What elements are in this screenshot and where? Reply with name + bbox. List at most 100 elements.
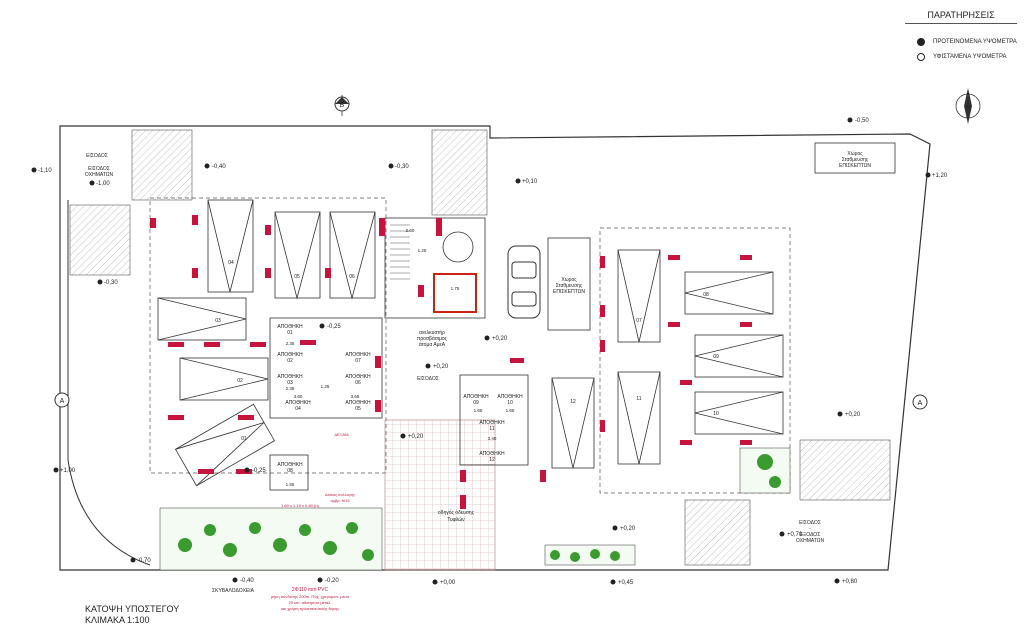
storage-block-center [459, 374, 529, 466]
storage-number: 03 [287, 380, 293, 386]
section-marker-b-top: B [334, 95, 350, 116]
level-13: +0,20 [845, 412, 861, 418]
level-10: +0,20 [492, 336, 508, 342]
ret-1: Δίσκος συλλογής [325, 492, 355, 497]
level-7: -0,50 [855, 118, 869, 124]
parking-number: 03 [215, 318, 221, 324]
level-11: +0,20 [433, 364, 449, 370]
storage-label: ΑΠΟΘΗΚΗ [285, 400, 311, 406]
water-tank: ΔΕΞΑΜ. [334, 432, 349, 437]
entrance-right-4: ΟΧΗΜΑΤΩΝ [796, 538, 825, 544]
car-icon [507, 245, 541, 319]
storage-number: 11 [489, 426, 494, 432]
lift-circle [442, 231, 474, 263]
dimension: 1.55 [286, 482, 295, 487]
level-5: -0,30 [395, 164, 409, 170]
dimension: 3.65 [351, 394, 360, 399]
level-symbols [31, 117, 931, 585]
legend-existing: ΥΦΙΣΤΑΜΕΝΑ ΥΨΟΜΕΤΡΑ [917, 53, 1007, 61]
vehicle-entrance-left-1: ΕΙΣΟΔΟΣ [88, 166, 110, 172]
level-16: -0,70 [137, 558, 151, 564]
level-23: +0,20 [620, 526, 636, 532]
level-22: +0,80 [842, 579, 858, 585]
elevator-1: ανελκυστήρ [419, 329, 445, 336]
dimension: 3.40 [488, 436, 497, 441]
section-marker-a-right: A [912, 394, 928, 410]
elevator-2: προσβάσιμος [417, 335, 448, 342]
level-3: -0,40 [212, 164, 226, 170]
proposed-level-icon [917, 38, 925, 46]
water-space-1: Χώρος [847, 150, 863, 157]
storage-number: 02 [287, 358, 293, 364]
level-8: +1,20 [932, 173, 948, 179]
storage-08 [269, 454, 309, 491]
elevator-3: άτομα ΑμεΑ [419, 341, 446, 348]
dimension: 1.25 [321, 384, 330, 389]
storage-label: ΑΠΟΘΗΚΗ [345, 352, 371, 358]
level-2: -1,00 [96, 181, 110, 187]
dimension: 1.75 [451, 286, 460, 291]
storage-label: ΑΠΟΘΗΚΗ [277, 462, 303, 468]
dimension: 3.60 [294, 394, 303, 399]
garden-bottom-left [159, 507, 383, 571]
parking-number: 04 [228, 260, 234, 266]
storage-label: ΑΠΟΘΗΚΗ [479, 451, 505, 457]
level-20: +0,45 [618, 580, 634, 586]
storage-number: 01 [287, 330, 293, 336]
dimension: 2.35 [286, 341, 295, 346]
storage-label: ΑΠΟΘΗΚΗ [277, 374, 303, 380]
level-19: +0,00 [440, 580, 456, 586]
dimension: 1.65 [506, 408, 515, 413]
level-14: -0,25 [252, 468, 266, 474]
tiled-entrance-path [384, 419, 496, 571]
entrance-right-2: - [809, 526, 811, 532]
level-6: +0,10 [522, 179, 538, 185]
dimension: 2.60 [406, 228, 415, 233]
storage-label: ΑΠΟΘΗΚΗ [345, 400, 371, 406]
storage-label: ΑΠΟΘΗΚΗ [479, 420, 505, 426]
visitor-space-1: Χώρος [561, 276, 577, 283]
stair-treads [390, 224, 410, 280]
ramp-left-entrance [131, 129, 193, 201]
storage-label: ΑΠΟΘΗΚΗ [345, 374, 371, 380]
parking-number: 05 [294, 274, 300, 280]
legend-title: ΠΑΡΑΤΗΡΗΣΕΙΣ [905, 10, 1017, 24]
entrance-right-3: ΕΞΟΔΟΣ [800, 532, 821, 538]
entrance-center: ΕΙΣΟΔΟΣ [417, 376, 439, 382]
storage-label: ΑΠΟΘΗΚΗ [277, 352, 303, 358]
plan-name: ΚΑΤΟΨΗ ΥΠΟΣΤΕΓΟΥ [85, 604, 180, 614]
storage-number: 08 [287, 468, 293, 474]
legend-proposed: ΠΡΟΤΕΙΝΟΜΕΝΑ ΥΨΟΜΕΤΡΑ [917, 38, 1017, 46]
level-21: +0,70 [787, 532, 803, 538]
legend: ΠΑΡΑΤΗΡΗΣΕΙΣ ΠΡΟΤΕΙΝΟΜΕΝΑ ΥΨΟΜΕΤΡΑ ΥΦΙΣΤ… [905, 10, 1017, 66]
storage-number: 06 [355, 380, 361, 386]
legend-existing-label: ΥΦΙΣΤΑΜΕΝΑ ΥΨΟΜΕΤΡΑ [933, 54, 1007, 60]
entrance-label-left: ΕΙΣΟΔΟΣ [86, 153, 108, 159]
level-9: -0,25 [327, 324, 341, 330]
existing-level-icon [917, 53, 925, 61]
plants [178, 454, 781, 562]
legend-proposed-label: ΠΡΟΤΕΙΝΟΜΕΝΑ ΥΨΟΜΕΤΡΑ [933, 39, 1017, 45]
parking-number: 01 [241, 436, 247, 442]
guide-1: οδηγός όδευσης [438, 509, 475, 516]
storage-number: 12 [489, 457, 495, 463]
section-marker-a-left: A [54, 392, 70, 408]
storage-label: ΑΠΟΘΗΚΗ [463, 394, 489, 400]
garden-right [739, 447, 791, 494]
vehicle-entrance-left-2: ΟΧΗΜΑΤΩΝ [85, 172, 114, 178]
storage-number: 10 [507, 400, 513, 406]
visitor-space-2: Σταθμευσης [556, 283, 583, 289]
parking-number: 11 [636, 396, 641, 402]
storage-number: 07 [355, 358, 361, 364]
visitor-space-3: ΕΠΙΣΚΕΠΤΩΝ [553, 289, 585, 295]
parking-spaces [157, 142, 896, 487]
parking-number: 09 [713, 354, 719, 360]
storage-number: 04 [295, 406, 301, 412]
storage-number: 09 [473, 400, 479, 406]
pipe-4: και χρήση προστατευτικής θήκης [281, 606, 339, 611]
plan-title: ΚΑΤΟΨΗ ΥΠΟΣΤΕΓΟΥ ΚΛΙΜΑΚΑ 1:100 [85, 604, 179, 626]
north-arrow-icon: N [955, 88, 981, 124]
level-4: -0,30 [104, 280, 118, 286]
section-a-right-label: A [918, 400, 923, 407]
